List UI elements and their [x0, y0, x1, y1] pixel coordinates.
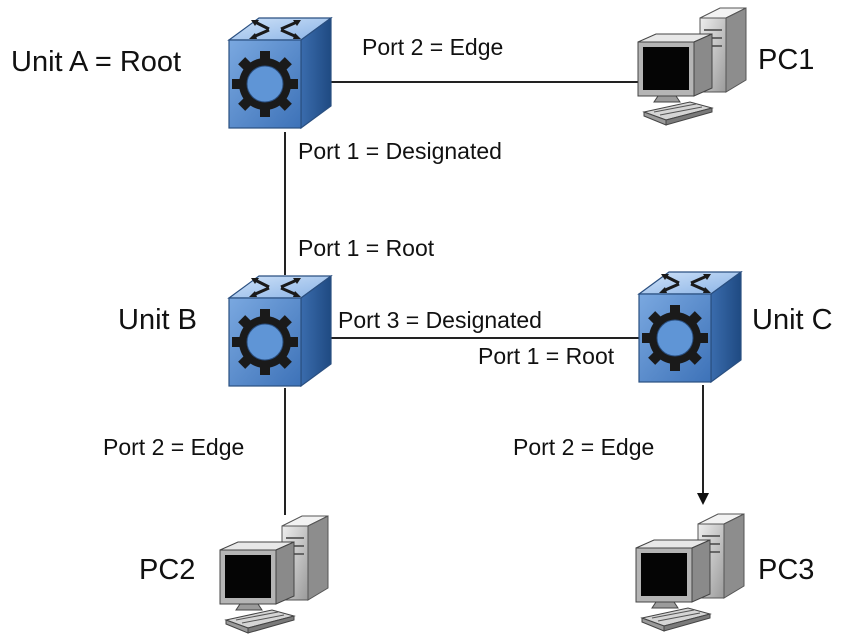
port-label-b-pc2: Port 2 = Edge: [103, 434, 245, 460]
port-label-a-designated: Port 1 = Designated: [298, 138, 502, 164]
port-label-c-pc3: Port 2 = Edge: [513, 434, 655, 460]
pc2-label: PC2: [139, 554, 196, 586]
port-label-b-root: Port 1 = Root: [298, 235, 435, 261]
pc2-computer-icon: [219, 515, 329, 634]
unit-b-switch-icon: [227, 274, 333, 388]
arrow-head: [697, 493, 709, 505]
pc1-computer-icon: [637, 7, 747, 126]
pc1-label: PC1: [758, 44, 815, 76]
unit-c-label: Unit C: [752, 304, 833, 336]
pc3-computer-icon: [635, 513, 745, 632]
unit-b-label: Unit B: [118, 304, 197, 336]
port-label-a-pc1: Port 2 = Edge: [362, 34, 504, 60]
unit-a-label: Unit A = Root: [11, 46, 182, 78]
port-label-c-root: Port 1 = Root: [478, 343, 615, 369]
unit-c-switch-icon: [637, 270, 743, 384]
unit-a-switch-icon: [227, 16, 333, 130]
port-label-b-designated: Port 3 = Designated: [338, 307, 542, 333]
pc3-label: PC3: [758, 554, 815, 586]
